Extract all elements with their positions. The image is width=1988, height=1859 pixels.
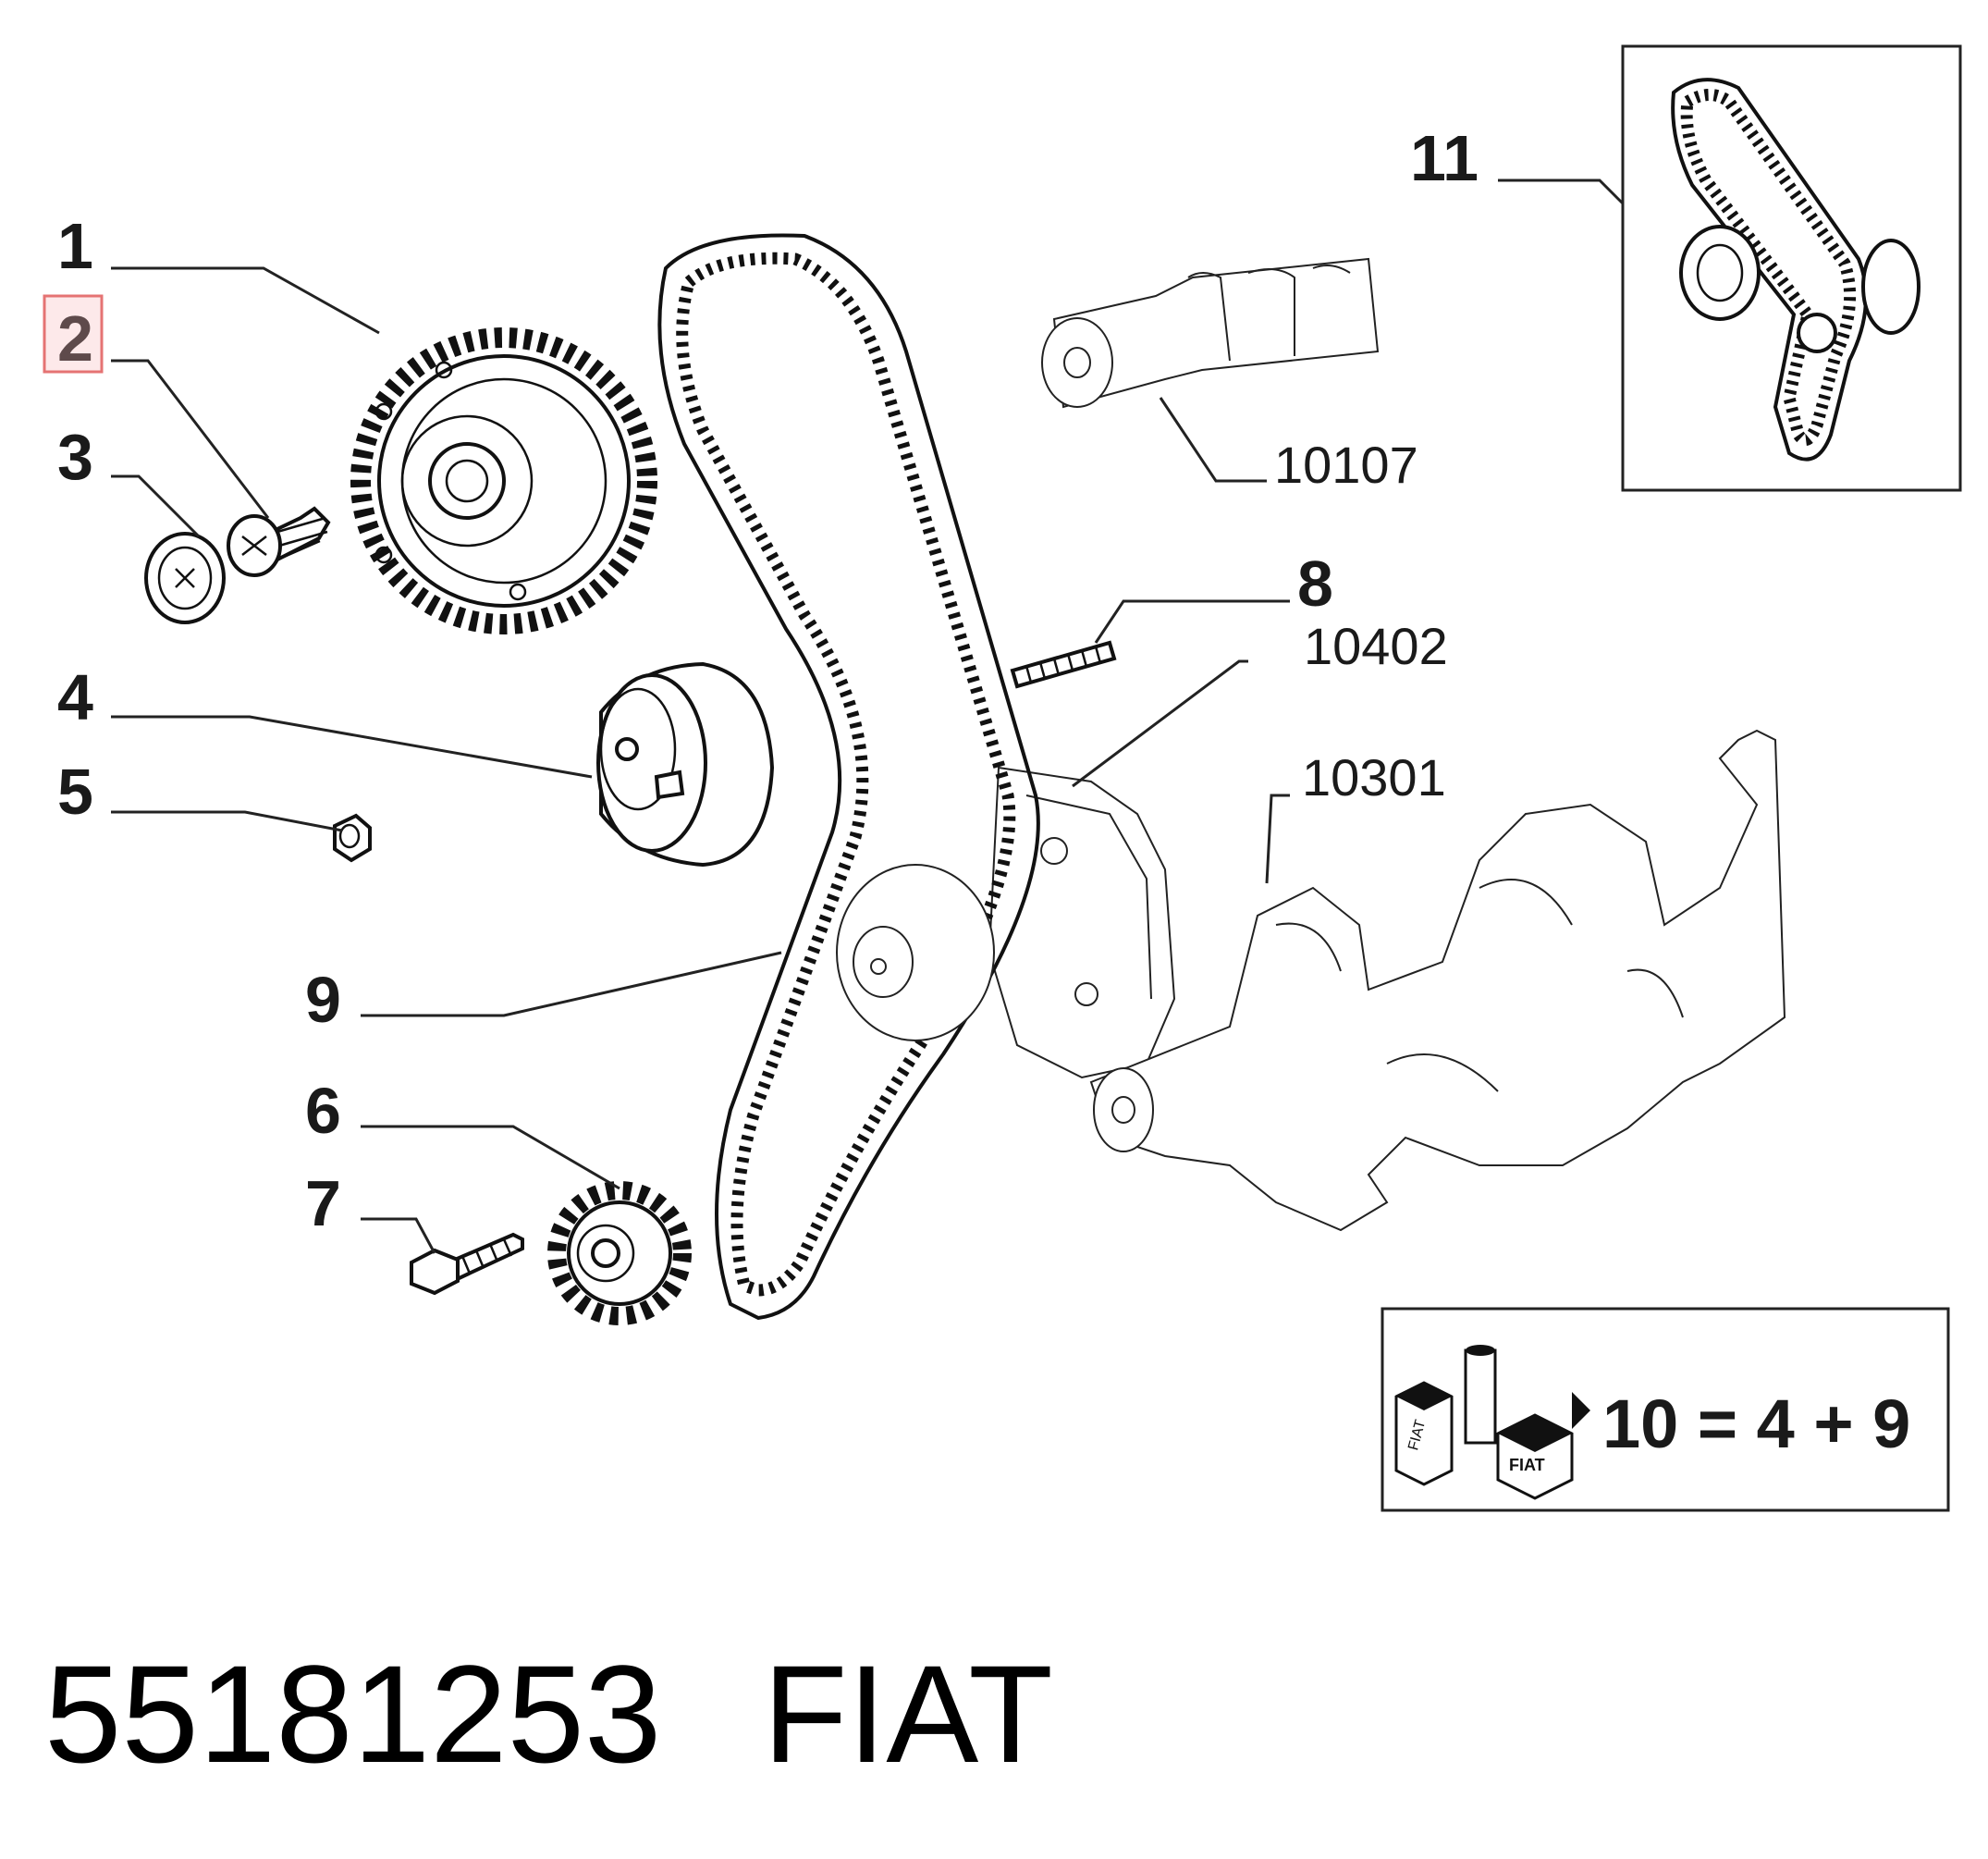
kit-formula: 10 = 4 + 9	[1602, 1385, 1910, 1462]
camshaft-drawing	[1041, 257, 1380, 409]
callout-2: 2	[57, 302, 93, 375]
crankshaft-drawing	[1089, 729, 1786, 1232]
reference-10301: 10301	[1302, 748, 1446, 806]
callout-4: 4	[57, 661, 93, 733]
callout-7: 7	[305, 1167, 341, 1239]
reference-10402: 10402	[1304, 617, 1448, 675]
washer	[144, 532, 226, 624]
box-label-right: FIAT	[1509, 1456, 1545, 1474]
callout-2-highlight	[43, 294, 104, 374]
belt-kit-inset	[1621, 44, 1962, 492]
callout-5: 5	[57, 756, 93, 828]
callout-6: 6	[305, 1075, 341, 1147]
callout-11: 11	[1410, 122, 1479, 194]
part-number: 55181253	[44, 1636, 661, 1791]
leader-lines	[111, 179, 1625, 1254]
callout-3: 3	[57, 421, 93, 493]
water-pump-hub	[836, 864, 995, 1041]
camshaft-pulley	[350, 327, 657, 634]
belt-tensioner	[596, 661, 775, 868]
crankshaft-pulley	[547, 1181, 692, 1325]
pulley-screw	[227, 506, 331, 577]
brand-name: FIAT	[763, 1636, 1053, 1791]
callout-8: 8	[1297, 548, 1333, 620]
nut	[333, 813, 372, 863]
callout-9: 9	[305, 964, 341, 1036]
kit-composition-box: FIAT FIAT 10 = 4 + 9	[1381, 1307, 1950, 1512]
timing-belt	[657, 233, 1040, 1321]
callout-1: 1	[57, 210, 93, 282]
stud	[1010, 640, 1117, 689]
reference-10107: 10107	[1274, 436, 1418, 494]
fiat-parts-box-icon: FIAT FIAT	[1394, 1345, 1590, 1500]
